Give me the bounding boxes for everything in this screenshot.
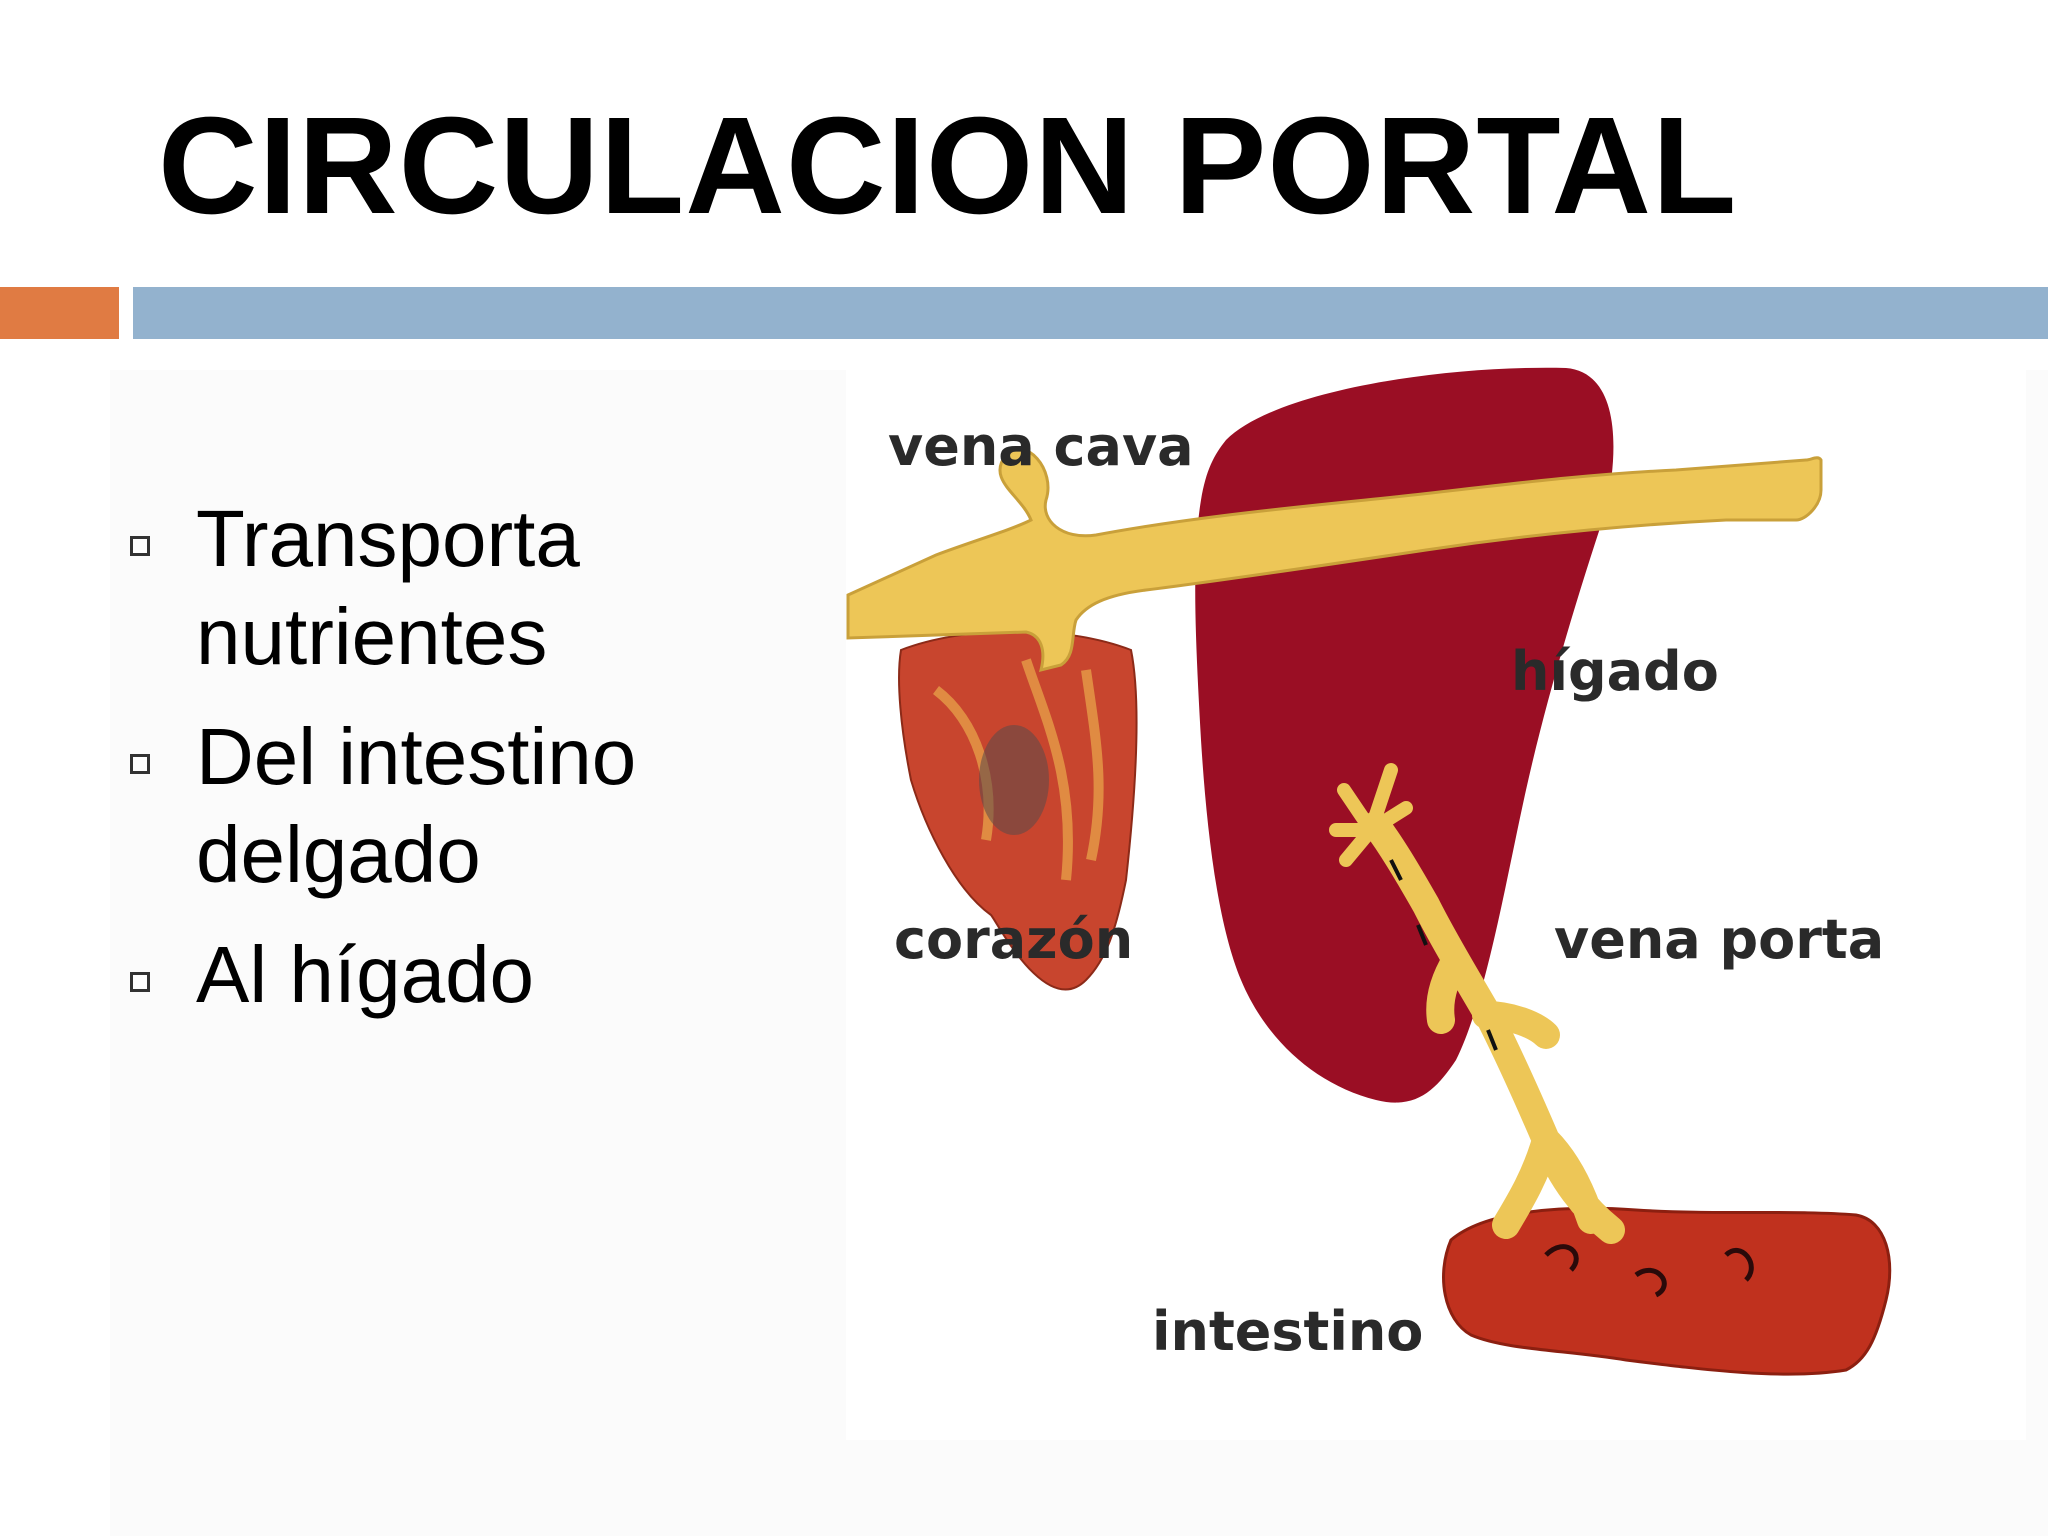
bullet-text: Transporta nutrientes (196, 494, 580, 681)
label-vena-cava: vena cava (888, 415, 1194, 478)
portal-circulation-diagram: vena cava hígado corazón vena porta inte… (846, 360, 2026, 1440)
bullet-text: Al hígado (196, 930, 535, 1019)
label-higado: hígado (1511, 640, 1719, 703)
square-bullet-icon (130, 754, 150, 774)
title-divider-bar (133, 287, 2048, 339)
square-bullet-icon (130, 536, 150, 556)
square-bullet-icon (130, 972, 150, 992)
bullet-text: Del intestino delgado (196, 712, 637, 899)
label-vena-porta: vena porta (1554, 908, 1884, 971)
label-corazon: corazón (894, 908, 1133, 971)
bullet-item: Del intestino delgado (120, 708, 740, 904)
slide-title: CIRCULACION PORTAL (158, 89, 1738, 243)
title-accent-bar (0, 287, 119, 339)
bullet-item: Al hígado (120, 926, 740, 1024)
vena-cava-vessel (846, 447, 1823, 673)
label-intestino: intestino (1152, 1300, 1423, 1363)
bullet-item: Transporta nutrientes (120, 490, 740, 686)
bullet-list: Transporta nutrientes Del intestino delg… (120, 490, 740, 1046)
vena-porta-vessel (1362, 811, 1625, 1244)
